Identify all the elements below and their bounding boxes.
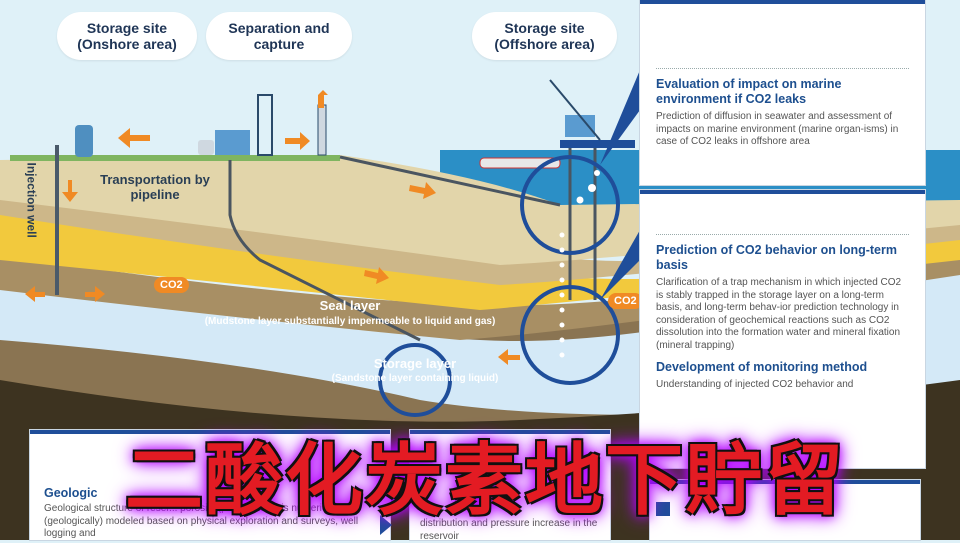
platform-crane bbox=[549, 79, 601, 141]
label-storage-sub: (Sandstone layer containing liquid) bbox=[331, 373, 499, 384]
facility-tower-2 bbox=[317, 104, 327, 156]
pill-onshore: Storage site (Onshore area) bbox=[57, 12, 197, 60]
card-geologic-body: Geological structure of reser... porosit… bbox=[44, 503, 359, 539]
card-bottom-right bbox=[650, 480, 920, 540]
card-geologic: Geologic Geological structure of reser..… bbox=[30, 430, 390, 540]
card-monitor-body: Understanding of injected CO2 behavior a… bbox=[656, 379, 854, 390]
card-geologic-title: Geologic bbox=[44, 486, 98, 500]
callout-circle-mid bbox=[520, 285, 620, 385]
card-marine-title: Evaluation of impact on marine environme… bbox=[656, 77, 842, 106]
co2-bubbles bbox=[559, 170, 600, 358]
pipeline bbox=[228, 160, 421, 342]
card-marine: Evaluation of impact on marine environme… bbox=[640, 0, 925, 185]
card-mid-body: distribution and pressure increase in th… bbox=[420, 518, 598, 542]
left-well-pipe bbox=[55, 145, 59, 295]
card-behavior-body: Clarification of a trap mechanism in whi… bbox=[656, 277, 902, 351]
label-injection-well: Injection well bbox=[24, 162, 39, 238]
pill-separation: Separation and capture bbox=[206, 12, 352, 60]
bottom-left-shade bbox=[0, 410, 30, 540]
facility-building bbox=[215, 130, 250, 155]
label-transport: Transportation by pipeline bbox=[100, 172, 210, 202]
headline: 二酸化炭素地下貯留 bbox=[124, 436, 845, 526]
card-mid: distribution and pressure increase in th… bbox=[410, 430, 610, 542]
co2-tag-right: CO2 bbox=[608, 293, 643, 309]
label-seal-title: Seal layer bbox=[319, 298, 381, 313]
pill-offshore: Storage site (Offshore area) bbox=[472, 12, 617, 60]
facility-tower-1 bbox=[257, 94, 273, 156]
callout-pointer-mid bbox=[600, 230, 640, 300]
left-tank bbox=[75, 125, 93, 157]
facility-tank bbox=[198, 140, 214, 155]
card-marine-body: Prediction of diffusion in seawater and … bbox=[656, 111, 899, 147]
callout-circle-storage bbox=[378, 343, 452, 417]
card-monitor-title: Development of monitoring method bbox=[656, 360, 868, 374]
callout-pointer-top bbox=[600, 70, 640, 165]
play-icon bbox=[656, 502, 670, 516]
co2-tag-left: CO2 bbox=[154, 277, 189, 293]
flow-arrows bbox=[25, 90, 520, 365]
platform-deck bbox=[560, 140, 635, 148]
layer-seal bbox=[0, 245, 960, 340]
card-behavior: Prediction of CO2 behavior on long-term … bbox=[640, 190, 925, 468]
label-seal-sub: (Mudstone layer substantially impermeabl… bbox=[204, 316, 496, 327]
ground-strip bbox=[10, 155, 340, 161]
platform-panels bbox=[565, 115, 595, 137]
arrow-right-icon bbox=[380, 515, 392, 535]
callout-circle-top bbox=[520, 155, 620, 255]
label-storage-title: Storage layer bbox=[373, 356, 457, 371]
card-behavior-title: Prediction of CO2 behavior on long-term … bbox=[656, 243, 897, 272]
